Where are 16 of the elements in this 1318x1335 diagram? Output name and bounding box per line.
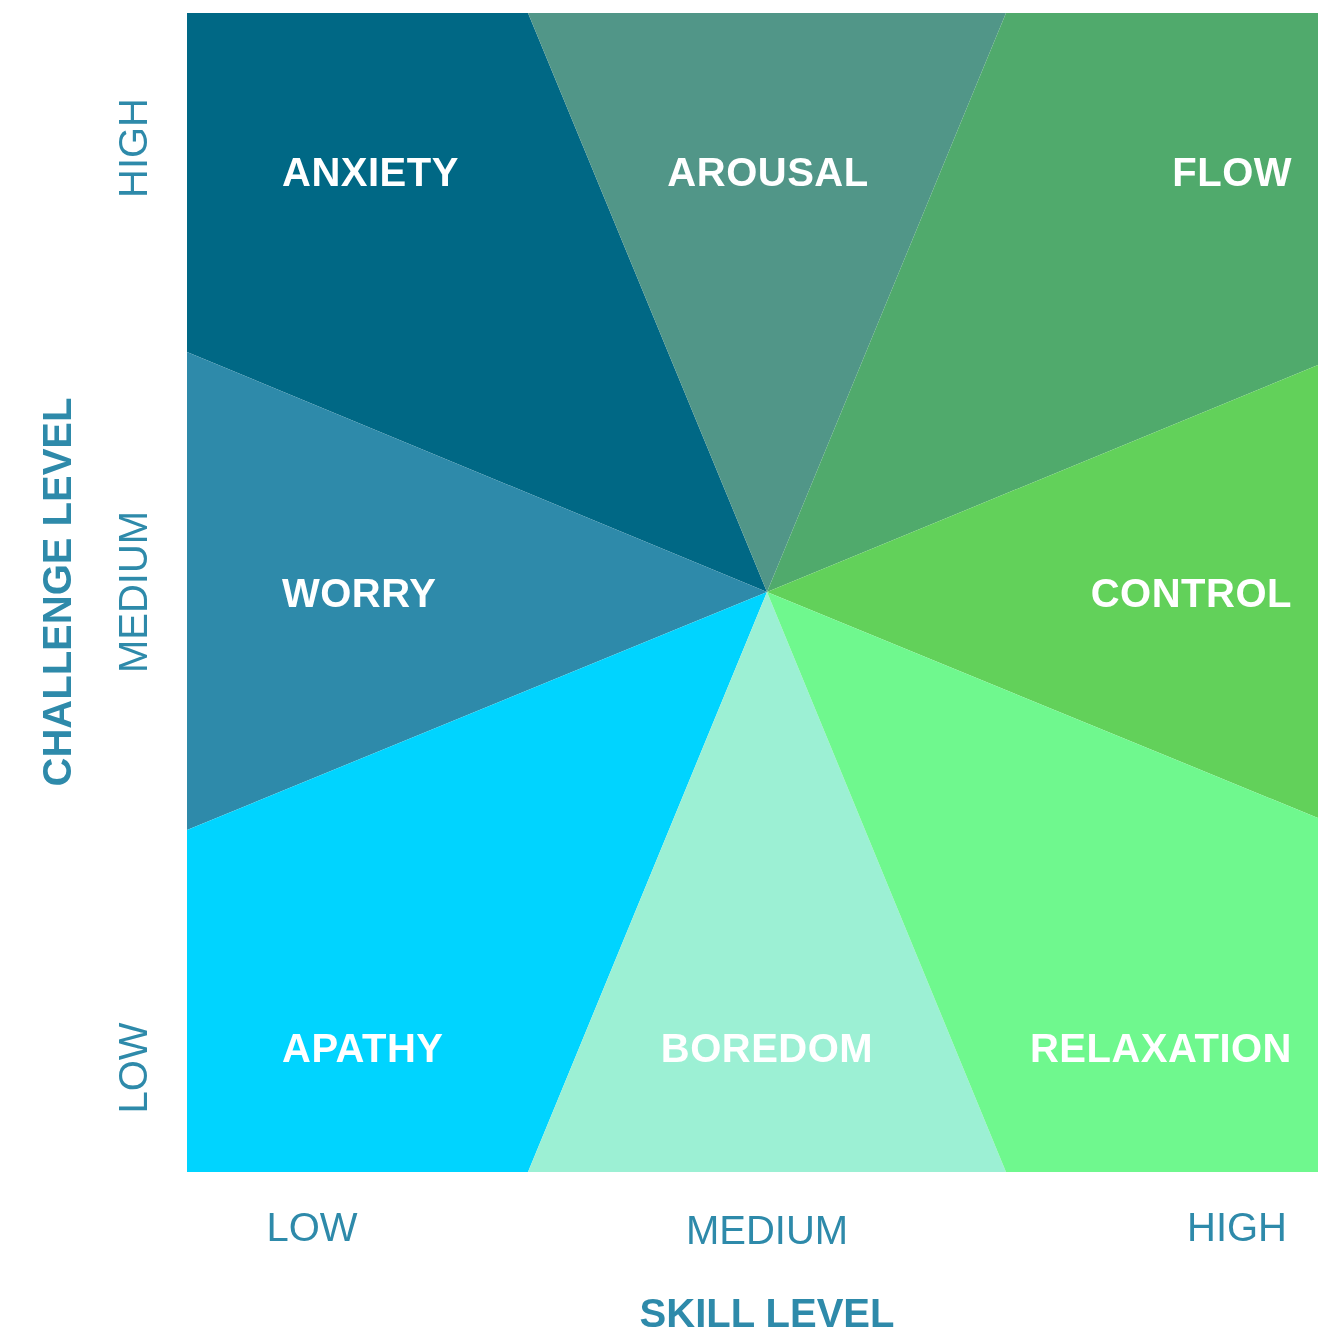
zone-label: WORRY	[282, 573, 437, 613]
axis-tick-label: MEDIUM	[685, 1210, 849, 1250]
zone-label: APATHY	[282, 1028, 444, 1068]
zone-label: RELAXATION	[1029, 1028, 1292, 1068]
zone-label: ANXIETY	[282, 152, 459, 192]
zone-label: BOREDOM	[660, 1028, 874, 1068]
axis-title: SKILL LEVEL	[639, 1293, 895, 1333]
zone-label: CONTROL	[1090, 573, 1292, 613]
axis-title: CHALLENGE LEVEL	[37, 397, 77, 787]
zone-label: AROUSAL	[667, 152, 869, 192]
axis-tick-label: MEDIUM	[113, 510, 153, 674]
axis-tick-label: LOW	[266, 1207, 358, 1247]
axis-tick-label: HIGH	[113, 98, 153, 198]
axis-tick-label: LOW	[113, 1022, 153, 1114]
axis-tick-label: HIGH	[1187, 1207, 1287, 1247]
zone-label: FLOW	[1172, 152, 1292, 192]
